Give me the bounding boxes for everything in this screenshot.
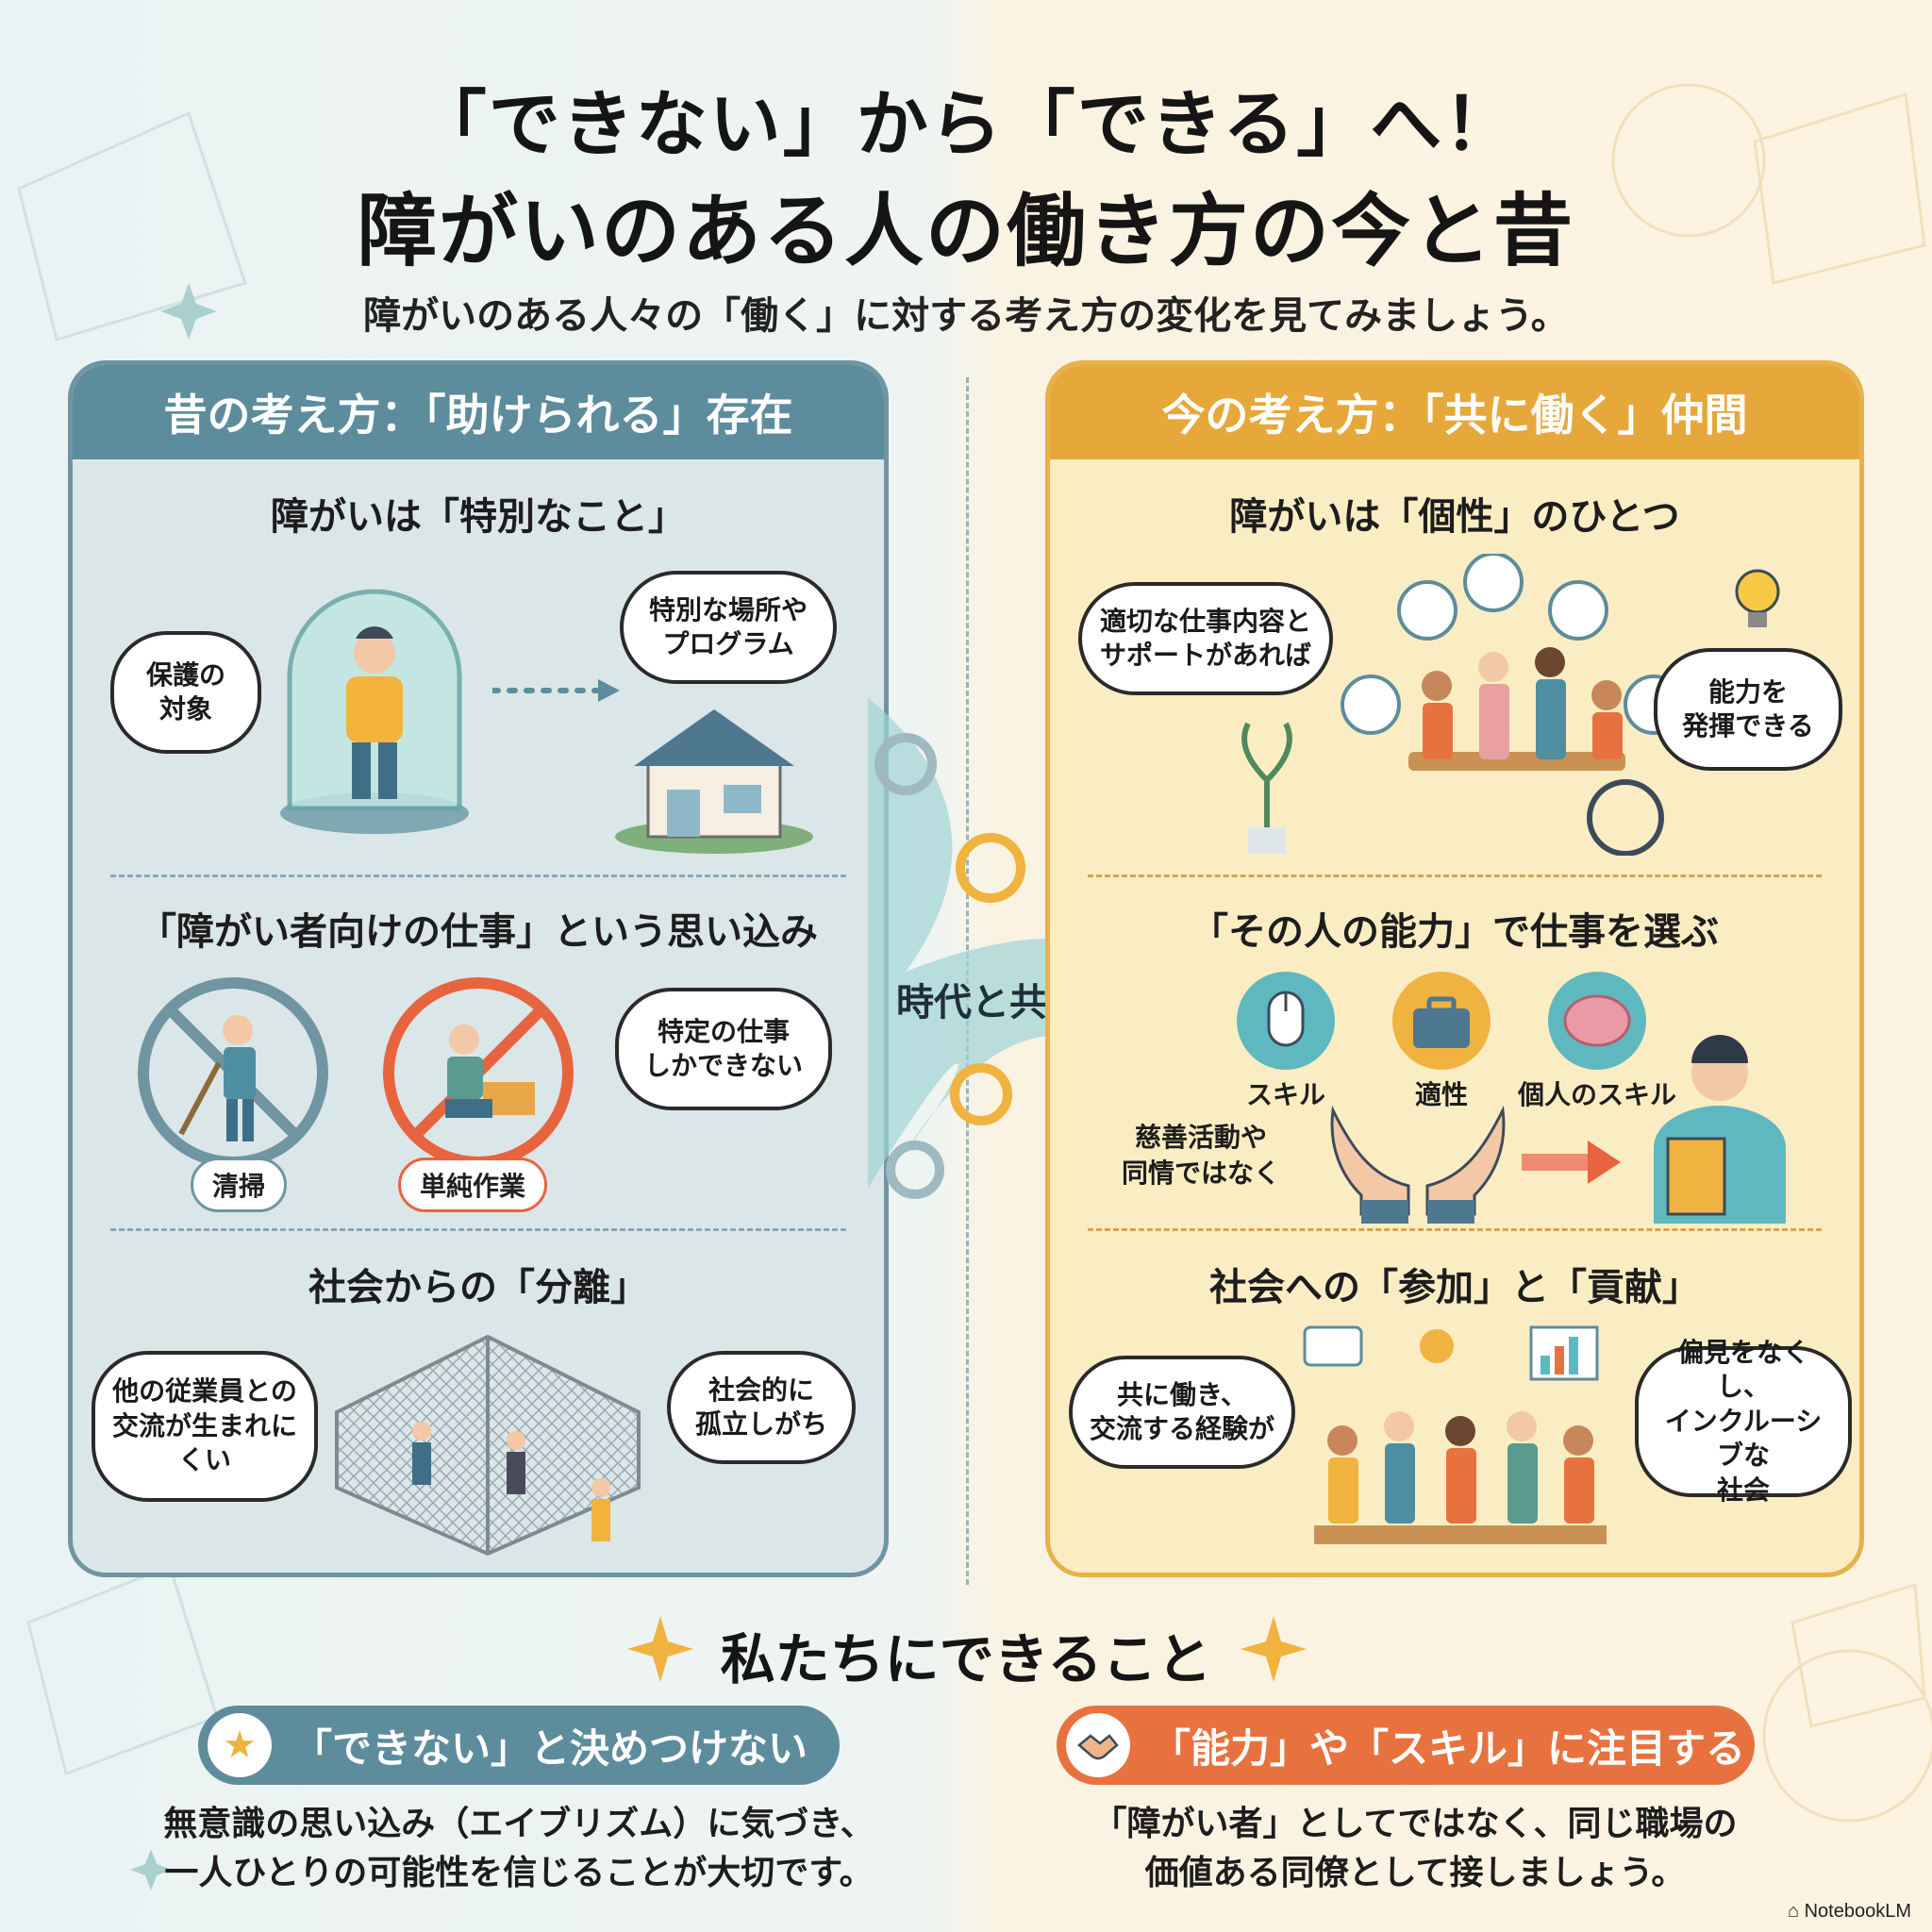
title-line-2: 障がいのある人の働き方の今と昔 xyxy=(357,185,1574,277)
footer-brand: ⌂ NotebookLM xyxy=(1788,1901,1911,1923)
cleaning-worker-prohibited-icon xyxy=(138,977,328,1168)
label-not-charity: 慈善活動や 同情ではなく xyxy=(1121,1122,1280,1189)
dotted-arrow xyxy=(492,679,620,702)
label-aptitude: 適性 xyxy=(1414,1079,1468,1110)
todo-pill-dont-assume-label: 「できない」と決めつけない xyxy=(292,1724,808,1772)
sparkle-icon xyxy=(1241,1616,1307,1682)
sparkle-icon xyxy=(627,1616,693,1682)
team-meeting-illustration xyxy=(1241,554,1684,856)
todo-pill-dont-assume: ★ 「できない」と決めつけない xyxy=(198,1706,840,1785)
divider xyxy=(1088,1228,1822,1231)
worker-with-clipboard-illustration xyxy=(1654,1035,1786,1224)
present-section-2-title: 「その人の能力」で仕事を選ぶ xyxy=(1191,910,1719,954)
label-personal-skill: 個人のスキル xyxy=(1517,1079,1676,1110)
todo-pill-focus-skills-label: 「能力」や「スキル」に注目する xyxy=(1151,1724,1746,1772)
panel-past: 昔の考え方：「助けられる」存在 障がいは「特別なこと」 保護の 対象 特別な場所… xyxy=(68,360,889,1577)
todo-title: 私たちにできること xyxy=(720,1627,1212,1691)
simple-task-prohibited-icon xyxy=(383,977,574,1168)
divider xyxy=(1088,874,1822,877)
todo-pill-focus-skills: 「能力」や「スキル」に注目する xyxy=(1057,1706,1755,1785)
past-section-3-title: 社会からの「分離」 xyxy=(308,1266,648,1309)
bubble-inclusive-society: 偏見をなくし、 インクルーシブな 社会 xyxy=(1635,1337,1852,1506)
past-section-2-title: 「障がい者向けの仕事」という思い込み xyxy=(139,910,818,954)
panel-present-heading: 今の考え方：「共に働く」仲間 xyxy=(1050,365,1859,459)
divider xyxy=(110,1228,846,1231)
transition-arrow xyxy=(868,698,1160,1199)
bubble-can-show-ability: 能力を 発揮できる xyxy=(1654,648,1842,771)
handshake-icon xyxy=(1066,1713,1130,1777)
briefcase-icon xyxy=(1392,972,1491,1070)
bubble-protection-target: 保護の 対象 xyxy=(110,631,261,754)
bubble-work-together: 共に働き、 交流する経験が xyxy=(1069,1356,1295,1469)
panel-present: 今の考え方：「共に働く」仲間 障がいは「個性」のひとつ 適切な仕事内容と サポー… xyxy=(1045,360,1864,1577)
open-hands-icon xyxy=(1330,1105,1506,1224)
bubble-hard-to-interact: 他の従業員との 交流が生まれに くい xyxy=(92,1351,318,1502)
label-skill: スキル xyxy=(1245,1079,1325,1110)
bubble-proper-support: 適切な仕事内容と サポートがあれば xyxy=(1078,582,1333,695)
lightbulb-icon xyxy=(1735,569,1780,627)
todo-right-body: 「障がい者」としてではなく、同じ職場の 価値ある同僚として接しましょう。 xyxy=(1092,1805,1738,1893)
divider xyxy=(110,874,846,877)
footer-brand-label: NotebookLM xyxy=(1804,1901,1911,1922)
subtitle: 障がいのある人々の「働く」に対する考え方の変化を見てみましょう。 xyxy=(363,294,1569,338)
bubble-socially-isolated: 社会的に 孤立しがち xyxy=(667,1351,856,1464)
notebooklm-logo-icon: ⌂ xyxy=(1787,1901,1800,1922)
past-section-1-title: 障がいは「特別なこと」 xyxy=(271,495,686,539)
glass-dome-illustration xyxy=(280,589,469,834)
star-icon: ★ xyxy=(208,1713,272,1777)
todo-left-body: 無意識の思い込み（エイブリズム）に気づき、 一人ひとりの可能性を信じることが大切… xyxy=(163,1805,874,1893)
bubble-special-place: 特別な場所や プログラム xyxy=(620,571,837,684)
bubble-specific-job-only: 特定の仕事 しかできない xyxy=(615,988,832,1110)
brain-icon xyxy=(1548,972,1646,1070)
celebrating-team-illustration xyxy=(1303,1325,1607,1544)
house-icon xyxy=(615,709,813,854)
present-section-1-title: 障がいは「個性」のひとつ xyxy=(1229,495,1680,539)
tag-simple-task: 単純作業 xyxy=(398,1158,548,1212)
tag-cleaning: 清掃 xyxy=(191,1158,288,1212)
panel-past-heading: 昔の考え方：「助けられる」存在 xyxy=(73,365,884,459)
present-section-3-title: 社会への「参加」と「貢献」 xyxy=(1209,1266,1700,1309)
forward-arrow-icon xyxy=(1522,1141,1621,1184)
title-line-1: 「できない」から「できる」へ！ xyxy=(414,82,1518,166)
mouse-icon xyxy=(1237,972,1335,1070)
fenced-area-illustration xyxy=(335,1334,641,1557)
